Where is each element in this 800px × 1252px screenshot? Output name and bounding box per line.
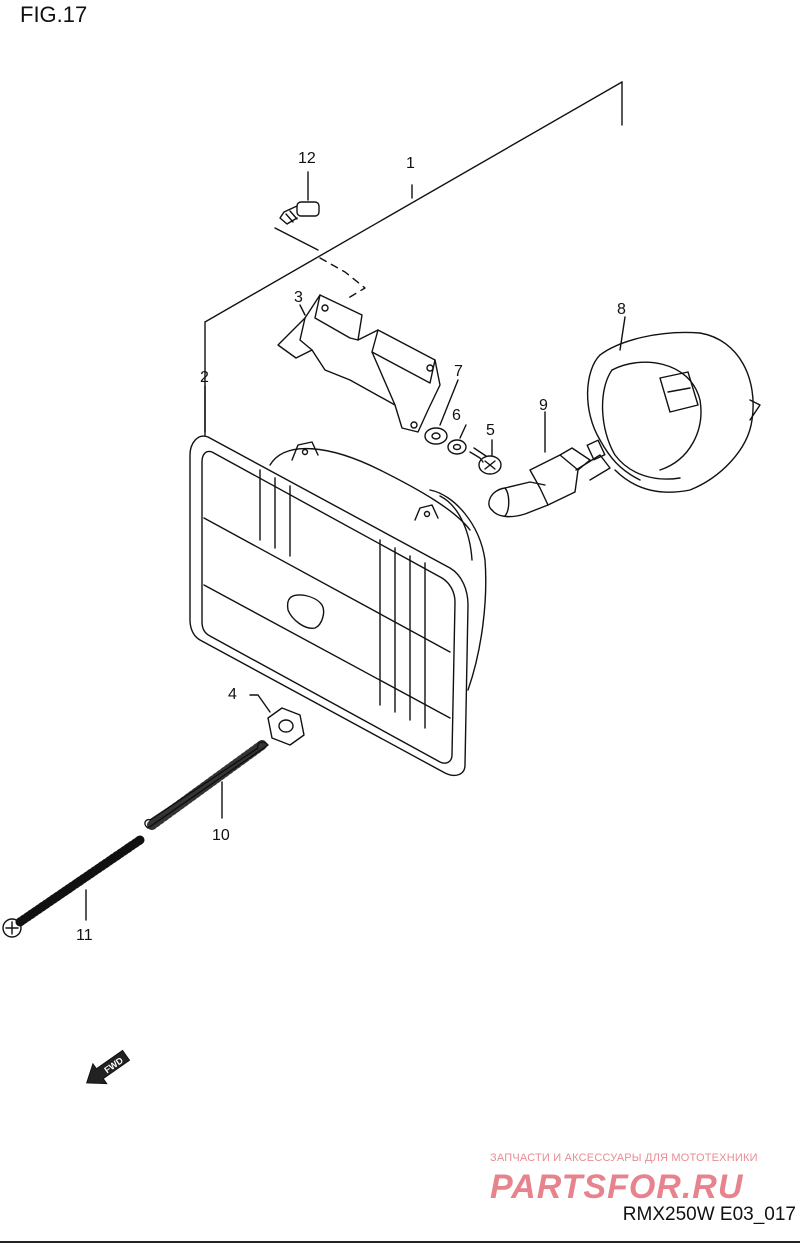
callout-6: 6 bbox=[452, 407, 461, 424]
bolt-part-12 bbox=[279, 201, 320, 225]
callout-9: 9 bbox=[539, 397, 548, 414]
callout-8: 8 bbox=[617, 301, 626, 318]
lock-washer-part-6 bbox=[447, 424, 467, 455]
assembly-leader-lines bbox=[204, 81, 623, 436]
washer-part-7 bbox=[424, 379, 459, 445]
callout-10: 10 bbox=[212, 827, 230, 844]
nut-part-4 bbox=[249, 694, 305, 746]
callout-2: 2 bbox=[200, 369, 209, 386]
screw-part-5 bbox=[469, 439, 502, 475]
watermark-logo: PARTSFOR.RU bbox=[490, 1168, 744, 1206]
callout-1: 1 bbox=[406, 155, 415, 172]
callout-12: 12 bbox=[298, 150, 316, 167]
bottom-border bbox=[0, 1241, 800, 1243]
callout-4: 4 bbox=[228, 686, 237, 703]
watermark-caption: ЗАПЧАСТИ И АКСЕССУАРЫ ДЛЯ МОТОТЕХНИКИ bbox=[490, 1152, 758, 1164]
figure-code: RMX250W E03_017 bbox=[622, 1204, 796, 1225]
callout-3: 3 bbox=[294, 289, 303, 306]
callout-7: 7 bbox=[454, 363, 463, 380]
figure-title: FIG.17 bbox=[20, 2, 88, 27]
callout-11: 11 bbox=[76, 927, 93, 944]
rear-cover-part-8 bbox=[586, 316, 761, 493]
headlight-bracket-part-3 bbox=[277, 294, 441, 433]
long-screw-part-11 bbox=[2, 835, 145, 938]
forward-arrow-icon: FWD bbox=[86, 1049, 131, 1085]
spring-part-10 bbox=[144, 740, 269, 830]
callout-5: 5 bbox=[486, 422, 495, 439]
bulb-part-9 bbox=[488, 411, 611, 518]
sealed-beam-headlight-part-2 bbox=[189, 435, 487, 777]
